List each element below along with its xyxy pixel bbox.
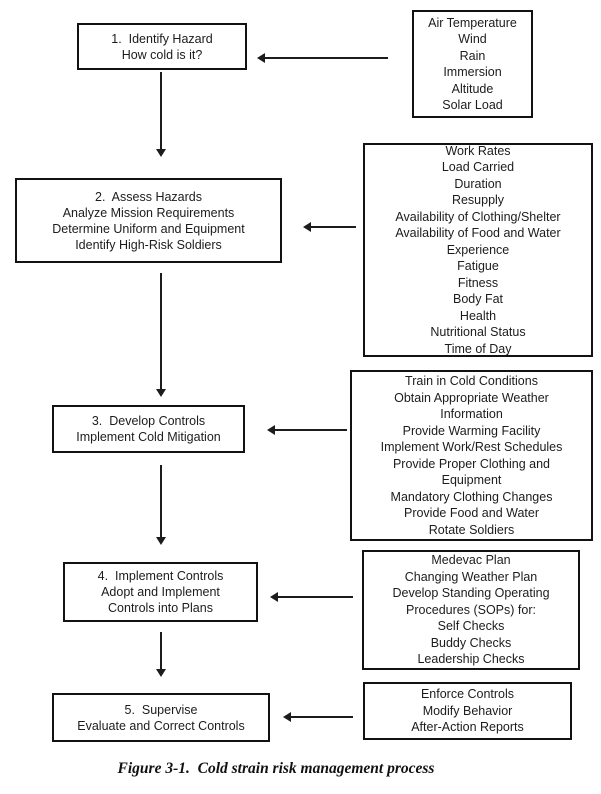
down-arrow-icon-step-4-to-5 <box>156 632 166 677</box>
down-arrow-icon-step-2-to-3 <box>156 273 166 397</box>
down-arrow-icon-step-3-to-4 <box>156 465 166 545</box>
left-arrow-icon-step-3 <box>267 425 347 435</box>
down-arrow-icon-step-1-to-2 <box>156 72 166 157</box>
left-arrow-icon-step-5 <box>283 712 353 722</box>
left-arrow-icon-step-1 <box>257 53 388 63</box>
left-arrow-icon-step-4 <box>270 592 353 602</box>
left-arrow-icon-step-2 <box>303 222 356 232</box>
figure-caption: Figure 3-1. Cold strain risk management … <box>117 760 435 777</box>
